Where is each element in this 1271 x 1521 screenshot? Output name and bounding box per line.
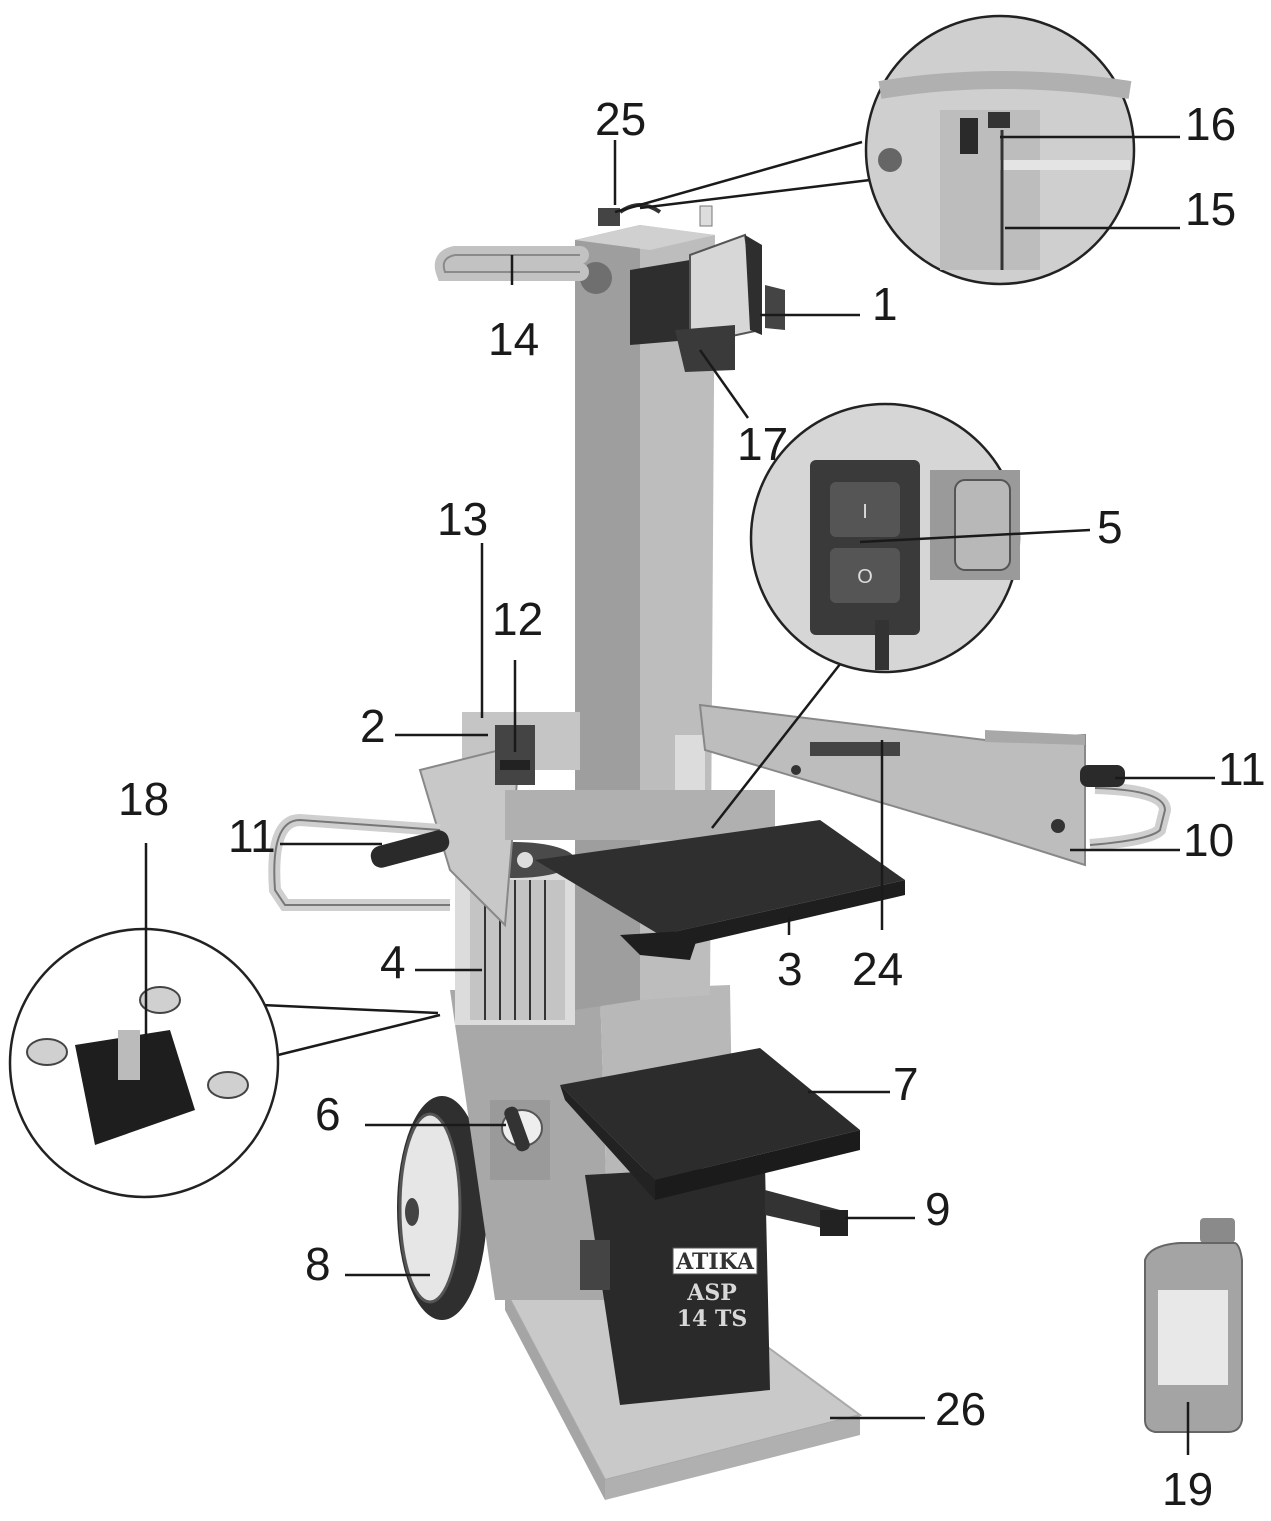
inset-valve-detail (8, 927, 441, 1199)
top-vent-cap (598, 203, 713, 227)
label-1: 1 (872, 278, 898, 330)
model-line-1: ASP (686, 1280, 737, 1306)
label-15: 15 (1185, 183, 1236, 235)
label-11-right: 11 (1218, 743, 1266, 795)
label-26: 26 (935, 1383, 986, 1435)
label-24: 24 (852, 943, 903, 995)
label-16: 16 (1185, 98, 1236, 150)
column-handle (434, 246, 589, 281)
label-9: 9 (925, 1183, 951, 1235)
inset-switch-detail: I O (711, 402, 1021, 829)
table-height-lever (765, 1190, 848, 1236)
model-marking: ATIKA ASP 14 TS (672, 1247, 758, 1332)
label-4: 4 (380, 936, 406, 988)
model-line-2: 14 TS (677, 1306, 748, 1332)
splitting-knife (630, 233, 785, 372)
callout-labels: 1 2 3 4 5 6 7 8 9 10 11 11 12 13 14 15 1… (118, 93, 1266, 1515)
label-14: 14 (488, 313, 539, 365)
on-symbol: I (862, 501, 868, 523)
label-6: 6 (315, 1088, 341, 1140)
label-19: 19 (1162, 1463, 1213, 1515)
label-5: 5 (1097, 501, 1123, 553)
label-13: 13 (437, 493, 488, 545)
label-17: 17 (737, 418, 788, 470)
label-8: 8 (305, 1238, 331, 1290)
label-12: 12 (492, 593, 543, 645)
label-11-left: 11 (228, 810, 276, 862)
off-symbol: O (857, 566, 873, 588)
brand-text: ATIKA (675, 1249, 755, 1275)
inset-top-detail (614, 14, 1136, 286)
control-crossbeam (418, 703, 1086, 928)
label-3: 3 (777, 943, 803, 995)
label-18: 18 (118, 773, 169, 825)
label-2: 2 (360, 700, 386, 752)
label-25: 25 (595, 93, 646, 145)
left-control-lever (268, 813, 450, 911)
lower-table (560, 1048, 860, 1405)
electric-motor (455, 842, 575, 1025)
transport-wheel (397, 1096, 487, 1320)
hydraulic-oil-bottle (1144, 1218, 1243, 1433)
right-control-lever (1080, 765, 1172, 851)
label-7: 7 (893, 1058, 919, 1110)
label-10: 10 (1183, 814, 1234, 866)
upper-table (517, 820, 905, 960)
leader-lines (144, 135, 1215, 1455)
